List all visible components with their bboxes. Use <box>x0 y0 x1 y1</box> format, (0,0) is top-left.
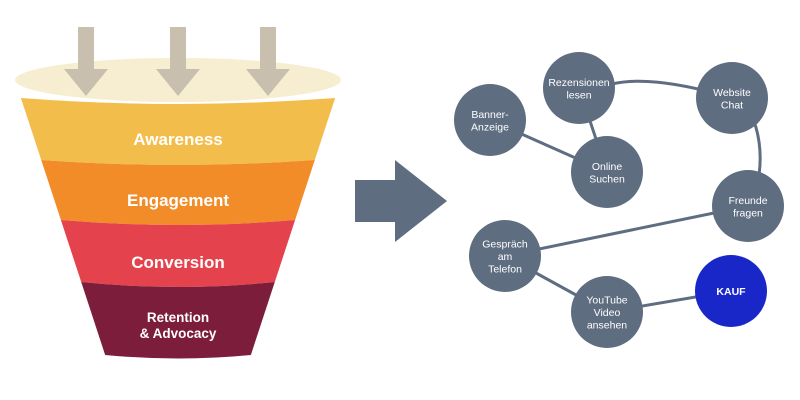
journey-node-label: am <box>498 251 513 263</box>
funnel-stage-4: Retention& Advocacy <box>81 282 275 359</box>
journey-node-circle <box>571 136 643 208</box>
journey-node-label: Video <box>594 307 621 319</box>
marketing-funnel: AwarenessEngagementConversionRetention& … <box>15 27 341 359</box>
funnel-stage-band <box>60 220 296 287</box>
customer-journey-network: Banner-AnzeigeRezensionenlesenOnlineSuch… <box>454 52 784 348</box>
input-arrow <box>64 27 108 96</box>
journey-node-circle <box>454 84 526 156</box>
journey-node-label: Online <box>592 161 623 173</box>
funnel-stage-band <box>20 98 336 165</box>
funnel-stage-1: Awareness <box>20 98 336 165</box>
edge-freunde-gespraech <box>503 204 750 258</box>
funnel-stage-label: Retention <box>147 310 209 325</box>
input-arrow <box>156 27 200 96</box>
journey-node-circle <box>543 52 615 124</box>
input-arrow <box>246 27 290 96</box>
journey-node-circle <box>696 62 768 134</box>
journey-node-label: KAUF <box>716 286 746 298</box>
journey-node-circle <box>571 276 643 348</box>
journey-node-label: ansehen <box>587 320 627 332</box>
funnel-stage-label: Awareness <box>133 130 222 149</box>
funnel-stage-3: Conversion <box>60 220 296 287</box>
journey-node-kauf: KAUF <box>695 255 767 327</box>
journey-node-label: YouTube <box>586 295 627 307</box>
journey-node-label: Anzeige <box>471 121 509 133</box>
funnel-stage-band <box>81 282 275 359</box>
funnel-stage-label: Conversion <box>131 253 225 272</box>
funnel-stage-label: & Advocacy <box>140 326 217 341</box>
journey-node-banner: Banner-Anzeige <box>454 84 526 156</box>
funnel-stage-band <box>41 160 315 225</box>
journey-node-label: fragen <box>733 207 763 219</box>
journey-node-label: Rezensionen <box>548 77 609 89</box>
journey-node-label: Gespräch <box>482 239 528 251</box>
transition-arrow <box>355 160 447 242</box>
journey-nodes: Banner-AnzeigeRezensionenlesenOnlineSuch… <box>454 52 784 348</box>
journey-node-label: lesen <box>566 89 591 101</box>
journey-node-label: Telefon <box>488 264 522 276</box>
journey-node-label: Freunde <box>728 195 767 207</box>
journey-node-label: Banner- <box>471 109 509 121</box>
journey-node-label: Chat <box>721 99 743 111</box>
right-arrow-icon <box>355 160 447 242</box>
journey-node-circle <box>712 170 784 242</box>
funnel-stage-label: Engagement <box>127 191 229 210</box>
journey-node-label: Website <box>713 87 751 99</box>
journey-node-circle <box>695 255 767 327</box>
journey-node-circle <box>469 220 541 292</box>
journey-node-label: Suchen <box>589 173 625 185</box>
funnel-stage-2: Engagement <box>41 160 315 225</box>
